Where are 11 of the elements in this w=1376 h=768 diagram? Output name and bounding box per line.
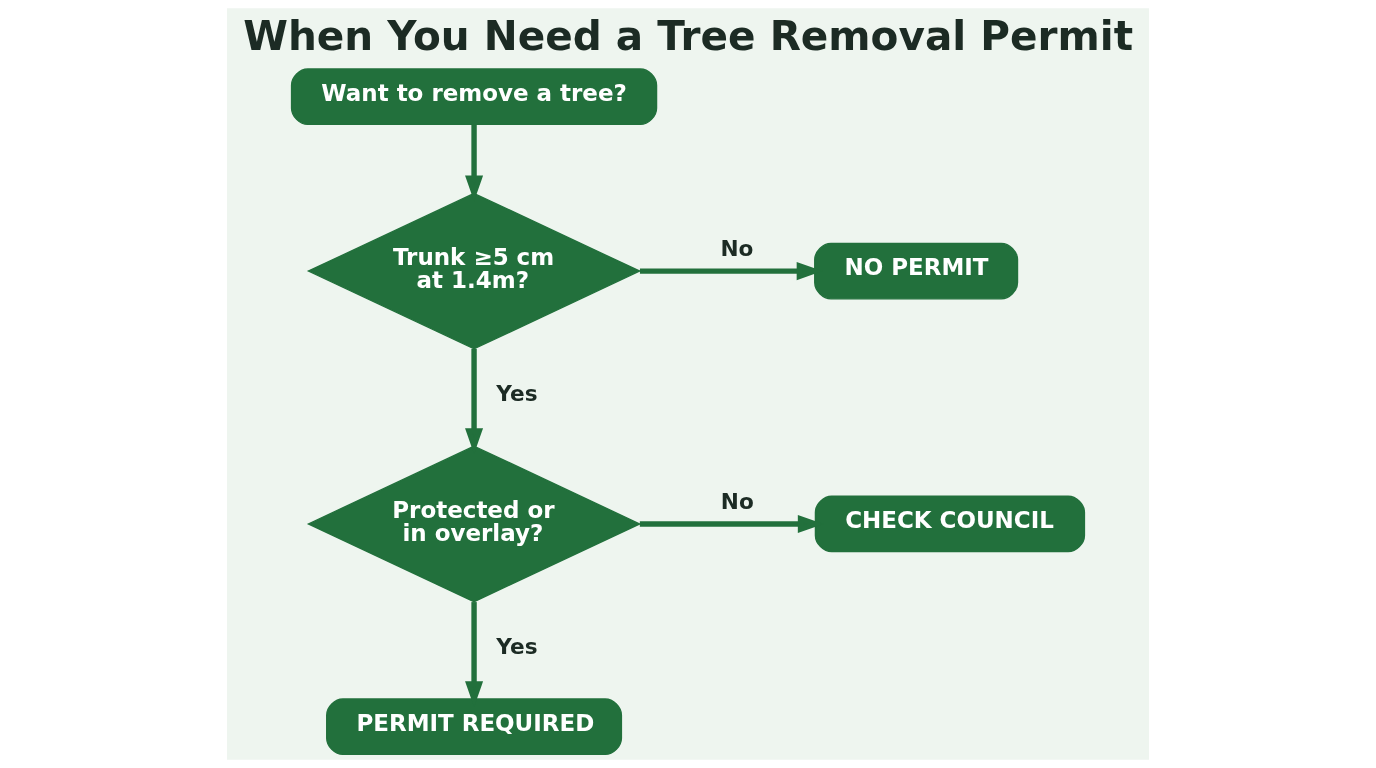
edge-label: Yes bbox=[496, 381, 538, 407]
edge-label: No bbox=[720, 235, 754, 261]
node-box: CHECK COUNCIL bbox=[814, 495, 1086, 553]
node-diamond: Protected or in overlay? bbox=[306, 445, 642, 603]
edge-label: Yes bbox=[496, 634, 538, 660]
edge-label: No bbox=[720, 488, 754, 514]
node-box: NO PERMIT bbox=[814, 242, 1019, 300]
node-box: Want to remove a tree? bbox=[290, 68, 658, 126]
diagram-title: When You Need a Tree Removal Permit bbox=[243, 12, 1134, 61]
node-box: PERMIT REQUIRED bbox=[326, 698, 623, 756]
node-diamond: Trunk ≥5 cm at 1.4m? bbox=[306, 192, 642, 350]
